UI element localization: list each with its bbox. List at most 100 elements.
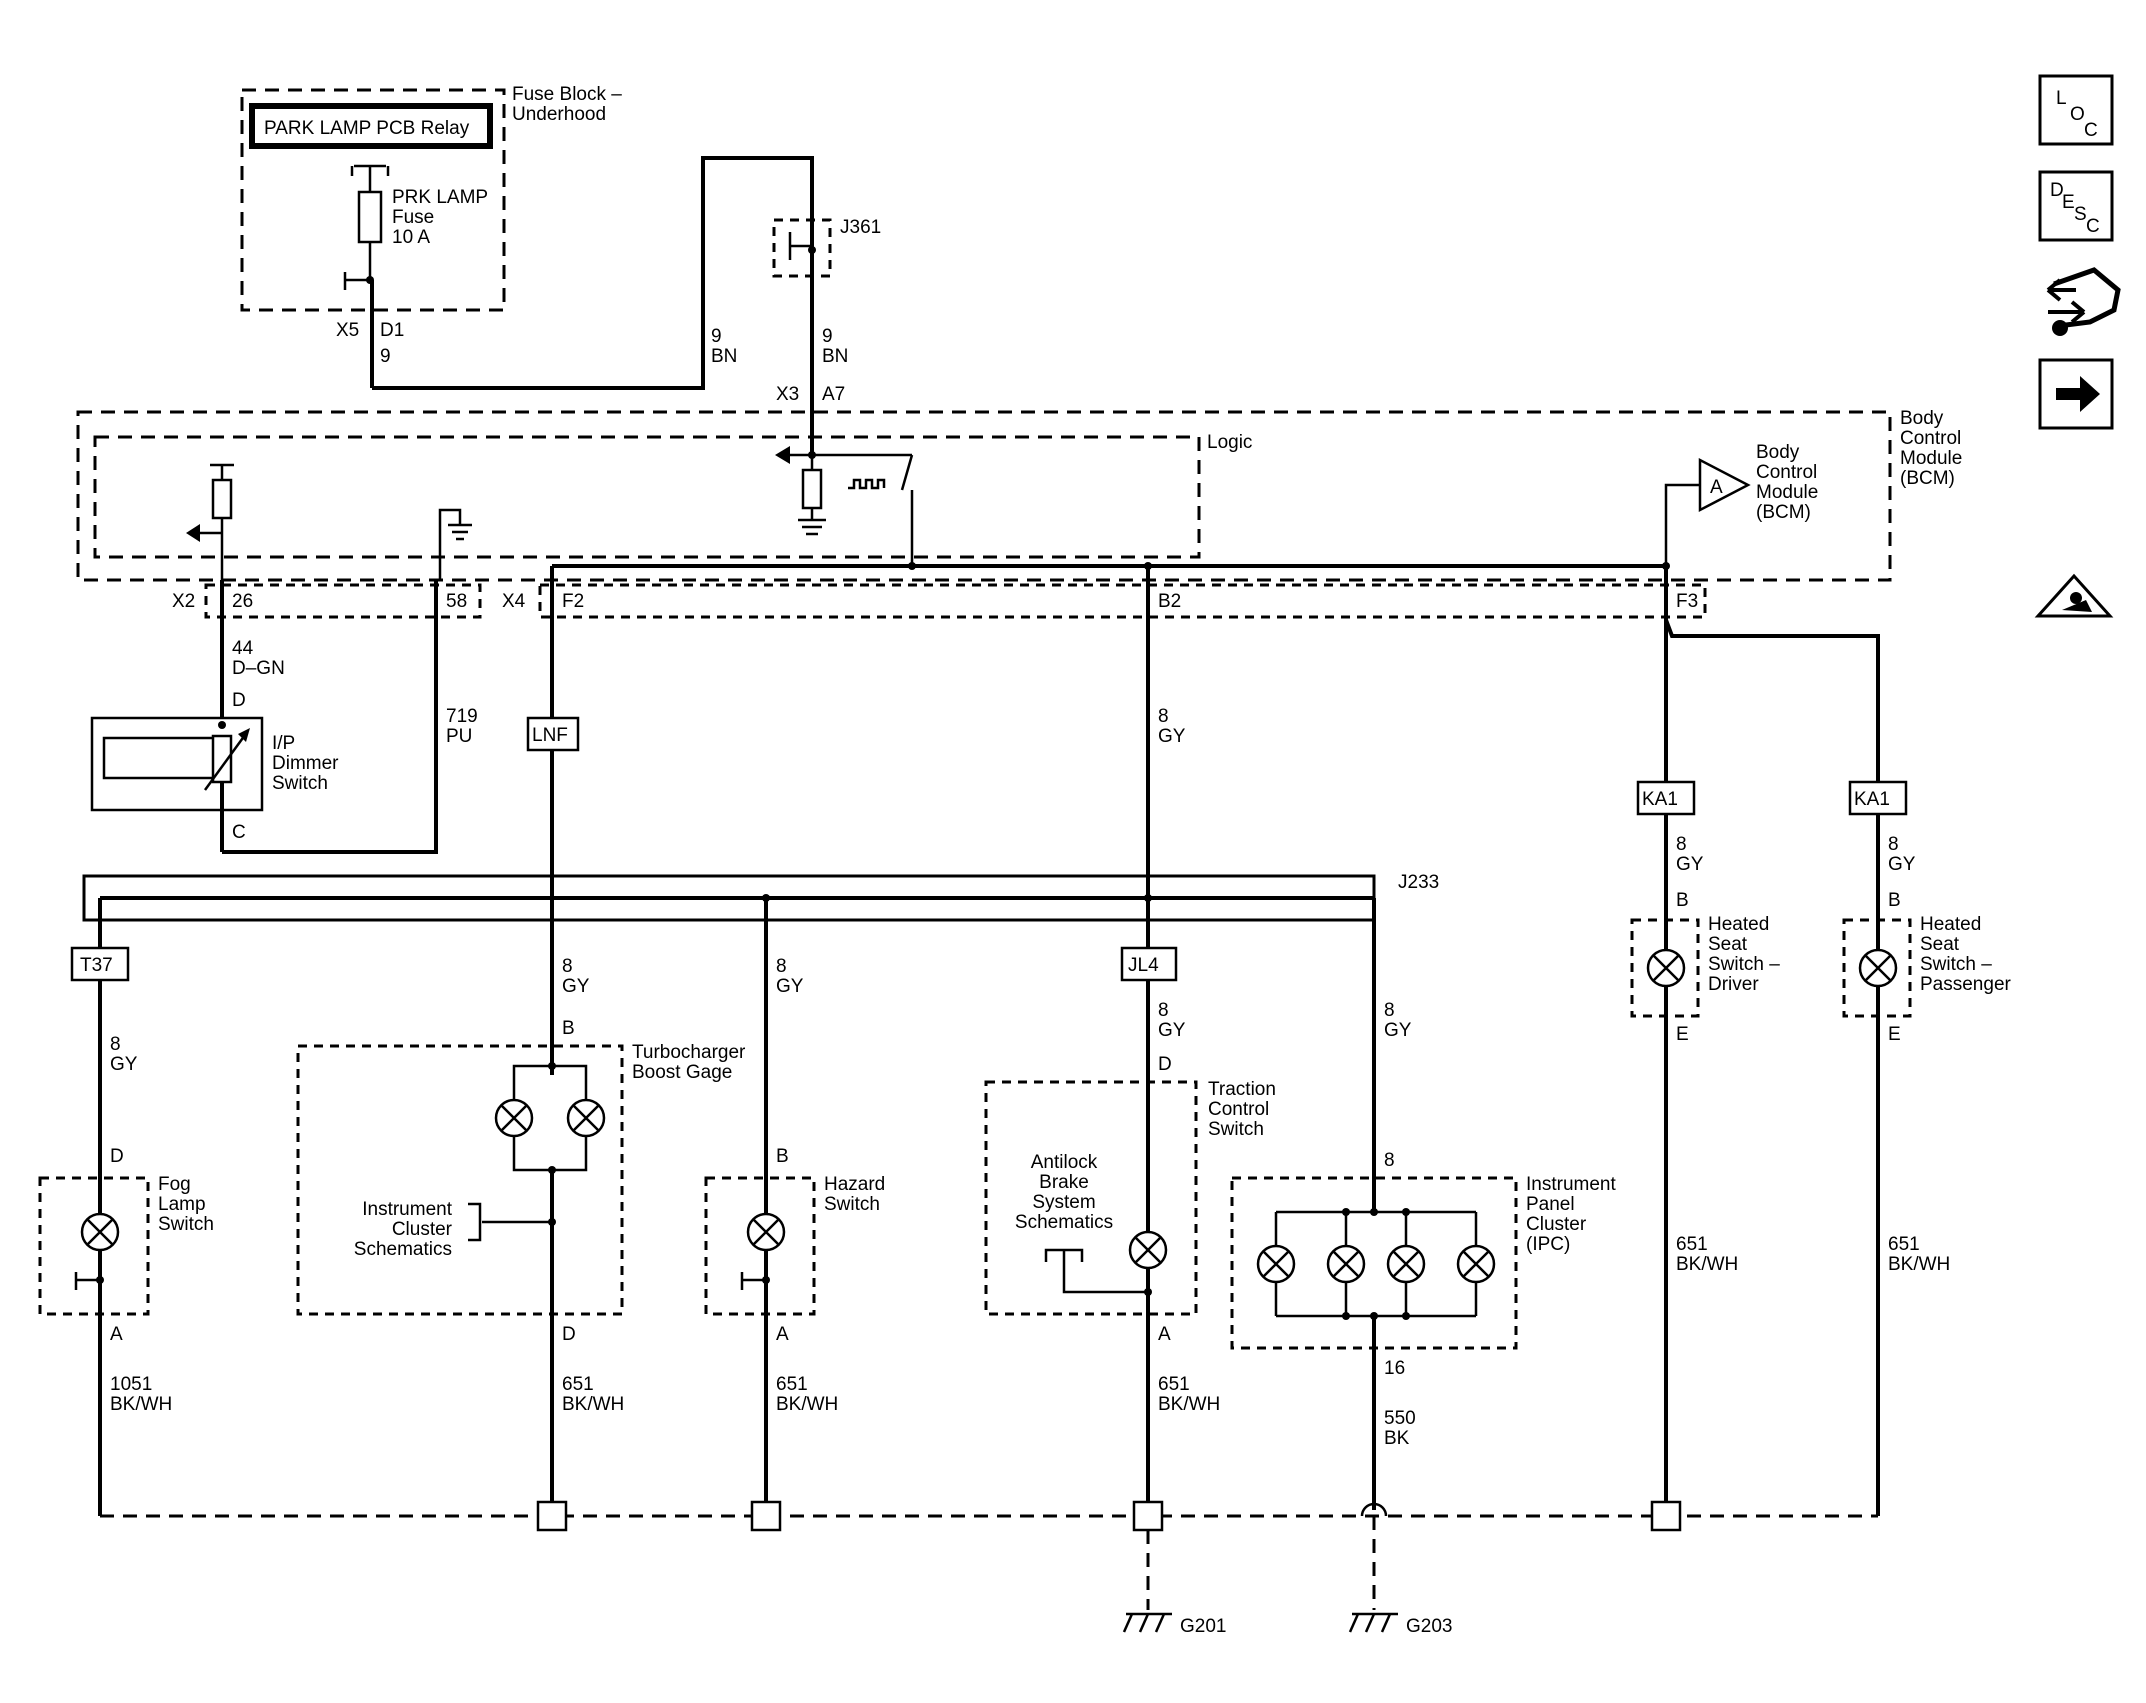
bcm-label-4: (BCM) — [1900, 468, 1955, 489]
seat-pass-pin-b: B — [1888, 890, 1901, 911]
turbocharger-boost-gage: B Turbocharger Boost Gage Instrument Clu… — [296, 1018, 746, 1316]
conn-x5: X5 — [336, 320, 359, 341]
wire-9-fuse: 9 — [380, 346, 391, 367]
pin-d1: D1 — [380, 320, 404, 341]
svg-text:J361: J361 — [840, 217, 881, 238]
heated-seat-switch-driver: B Heated Seat Switch – Driver E — [1630, 890, 1780, 1045]
ground-g201: G201 — [1122, 1612, 1226, 1637]
wire-651b-col: BK/WH — [776, 1394, 838, 1415]
wire-t37-num: 8 — [110, 1034, 121, 1055]
turbo-ref-3: Schematics — [354, 1239, 452, 1260]
traction-label-2: Control — [1208, 1099, 1269, 1120]
traction-ref-1: Antilock — [1031, 1152, 1098, 1173]
wire-haz-num: 8 — [776, 956, 787, 977]
svg-text:C: C — [2084, 120, 2098, 141]
connector-strips: X2 26 58 X4 F2 B2 F3 — [172, 583, 1707, 619]
bcm-amp-label-1: Body — [1756, 442, 1800, 463]
wire-ipc-col: GY — [1384, 1020, 1412, 1041]
esd-warning-icon — [2034, 573, 2114, 618]
wire-651a-col: BK/WH — [562, 1394, 624, 1415]
logic-label: Logic — [1207, 432, 1252, 453]
hazard-pin-a: A — [776, 1324, 789, 1345]
wire-1051-col: BK/WH — [110, 1394, 172, 1415]
traction-label-1: Traction — [1208, 1079, 1276, 1100]
wire-9bn-a-col: BN — [711, 346, 737, 367]
ground-g203: G203 — [1348, 1612, 1452, 1637]
conn-x2: X2 — [172, 591, 195, 612]
wire-9bn-b-num: 9 — [822, 326, 833, 347]
loc-icon[interactable]: L O C — [2038, 74, 2114, 146]
wire-turbo-num: 8 — [562, 956, 573, 977]
wire-turbo-col: GY — [562, 976, 590, 997]
turbo-pin-b: B — [562, 1018, 575, 1039]
seat-driver-label-3: Switch – — [1708, 954, 1780, 975]
seat-driver-label-4: Driver — [1708, 974, 1759, 995]
traction-pin-d: D — [1158, 1054, 1172, 1075]
wire-jl4-col: GY — [1158, 1020, 1186, 1041]
hazard-pin-b: B — [776, 1146, 789, 1167]
dimmer-label-2: Dimmer — [272, 753, 339, 774]
connector-tool-icon[interactable] — [2046, 267, 2121, 336]
bcm-amp-label-3: Module — [1756, 482, 1818, 503]
wire-dgn: D–GN — [232, 658, 285, 679]
hazard-label-2: Switch — [824, 1194, 880, 1215]
bcm-amp-label-4: (BCM) — [1756, 502, 1811, 523]
desc-icon[interactable]: D E S C — [2038, 170, 2114, 242]
svg-text:O: O — [2070, 104, 2085, 125]
wire-ka1a-col: GY — [1676, 854, 1704, 875]
ipc-label-4: (IPC) — [1526, 1234, 1570, 1255]
traction-ref-4: Schematics — [1015, 1212, 1113, 1233]
dimmer-pin-d: D — [232, 690, 246, 711]
seat-pass-label-3: Switch – — [1920, 954, 1992, 975]
wire-651c-col: BK/WH — [1158, 1394, 1220, 1415]
wire-719: 719 — [446, 706, 478, 727]
wire-550-col: BK — [1384, 1428, 1410, 1449]
tag-lnf: LNF — [532, 725, 568, 746]
wire-9bn-a-num: 9 — [711, 326, 722, 347]
wire-8-b2-col: GY — [1158, 726, 1186, 747]
fog-label-2: Lamp — [158, 1194, 206, 1215]
arrow-right-icon[interactable] — [2038, 358, 2114, 430]
wire-pu: PU — [446, 726, 472, 747]
bcm-label-1: Body — [1900, 408, 1944, 429]
traction-ref-2: Brake — [1039, 1172, 1089, 1193]
wire-651d: 651 — [1676, 1234, 1708, 1255]
seat-driver-label-1: Heated — [1708, 914, 1769, 935]
fog-pin-a: A — [110, 1324, 123, 1345]
ipc-label-1: Instrument — [1526, 1174, 1616, 1195]
heated-seat-switch-passenger: B Heated Seat Switch – Passenger E — [1842, 890, 2012, 1045]
tag-ka1-passenger: KA1 — [1854, 789, 1890, 810]
tag-ka1-driver: KA1 — [1642, 789, 1678, 810]
wire-jl4-num: 8 — [1158, 1000, 1169, 1021]
traction-pin-a: A — [1158, 1324, 1171, 1345]
conn-x3: X3 — [776, 384, 799, 405]
fuse-block-label-2: Underhood — [512, 104, 606, 125]
svg-text:E: E — [2062, 192, 2075, 213]
pin-26: 26 — [232, 591, 253, 612]
wire-ka1b-num: 8 — [1888, 834, 1899, 855]
fuse-label-3: 10 A — [392, 227, 430, 248]
seat-driver-label-2: Seat — [1708, 934, 1748, 955]
park-lamp-relay-label: PARK LAMP PCB Relay — [264, 118, 470, 139]
traction-ref-3: System — [1032, 1192, 1095, 1213]
seat-pass-pin-e: E — [1888, 1024, 1901, 1045]
pin-f2: F2 — [562, 591, 584, 612]
turbo-ref-1: Instrument — [362, 1199, 452, 1220]
ipc-label-2: Panel — [1526, 1194, 1575, 1215]
body-control-module: Logic Body Control Module (BCM) — [76, 408, 1962, 582]
turbo-label-1: Turbocharger — [632, 1042, 746, 1063]
turbo-pin-d: D — [562, 1324, 576, 1345]
seat-driver-pin-b: B — [1676, 890, 1689, 911]
splice-j361: J361 — [772, 217, 881, 278]
pin-b2: B2 — [1158, 591, 1181, 612]
hazard-switch: B Hazard Switch A — [704, 1146, 885, 1345]
ip-dimmer-switch: D I/P Dimmer Switch — [90, 690, 339, 812]
wire-ka1b-col: GY — [1888, 854, 1916, 875]
dimmer-label-3: Switch — [272, 773, 328, 794]
tag-jl4: JL4 — [1128, 955, 1159, 976]
wire-550: 550 — [1384, 1408, 1416, 1429]
wire-haz-col: GY — [776, 976, 804, 997]
svg-text:D: D — [2050, 180, 2064, 201]
wire-651c: 651 — [1158, 1374, 1190, 1395]
wire-ka1a-num: 8 — [1676, 834, 1687, 855]
